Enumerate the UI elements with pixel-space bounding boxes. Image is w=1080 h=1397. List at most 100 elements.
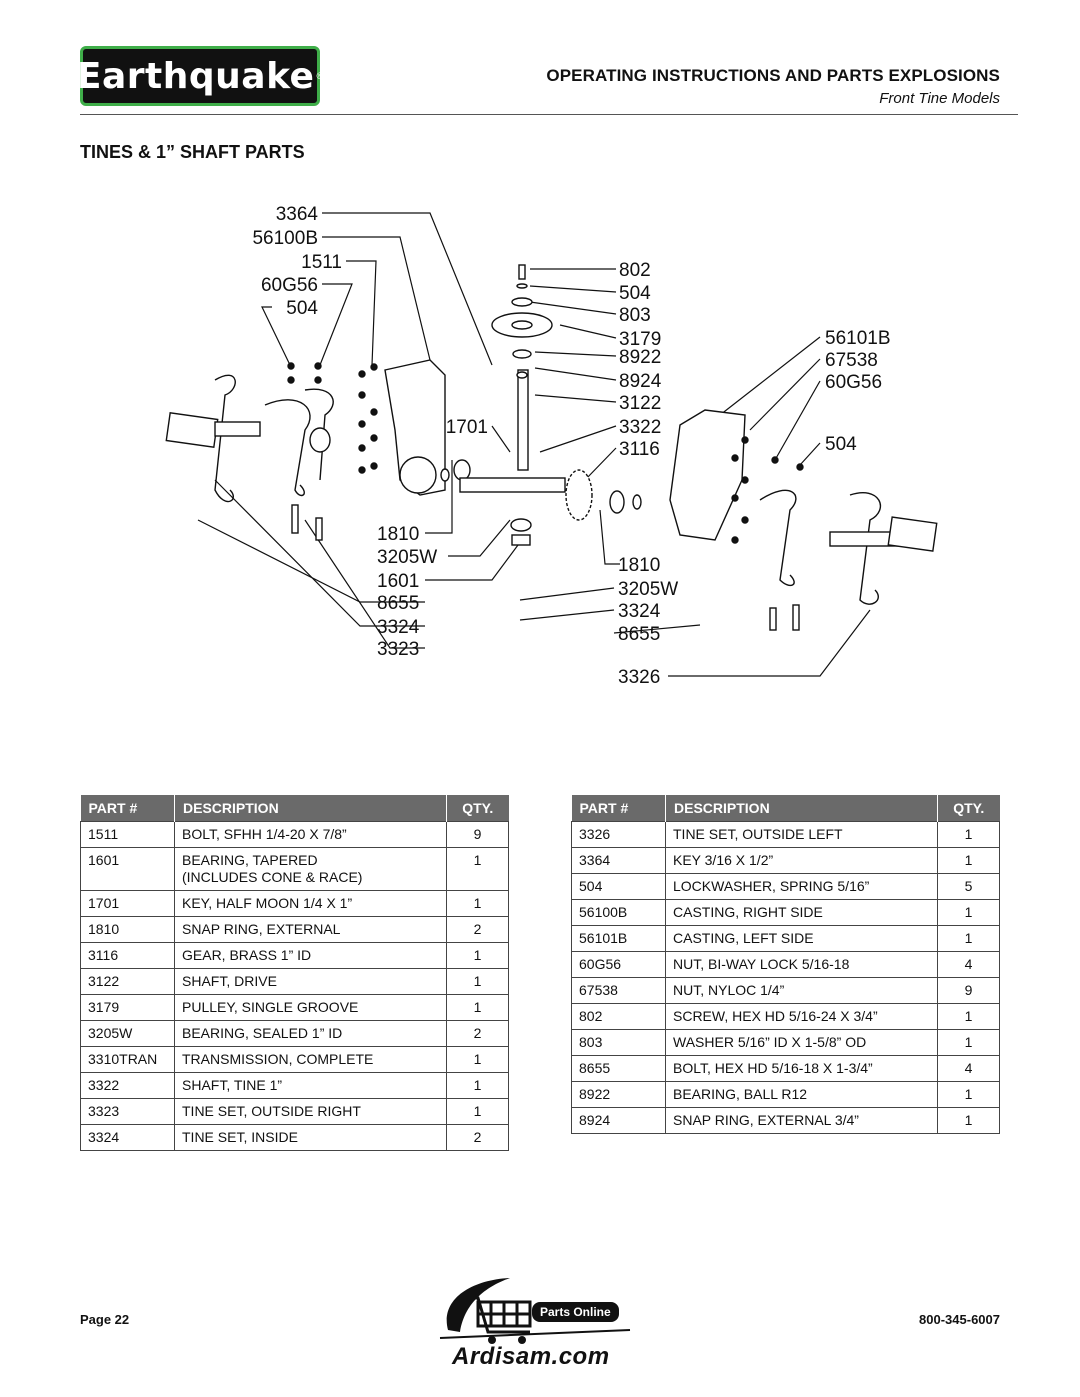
- col-part: PART #: [80, 795, 175, 822]
- part-qty: 1: [446, 890, 509, 917]
- part-qty: 2: [446, 916, 509, 943]
- callout-8924: 8924: [619, 371, 662, 392]
- part-description: BEARING, TAPERED(INCLUDES CONE & RACE): [174, 847, 447, 891]
- part-qty: 1: [446, 847, 509, 891]
- callout-8655-left: 8655: [377, 593, 419, 614]
- callout-1511: 1511: [301, 252, 342, 273]
- col-description: DESCRIPTION: [174, 795, 447, 822]
- part-description: BOLT, HEX HD 5/16-18 X 1-3/4”: [665, 1055, 938, 1082]
- part-number: 8924: [571, 1107, 666, 1134]
- part-description: TRANSMISSION, COMPLETE: [174, 1046, 447, 1073]
- callout-3122: 3122: [619, 393, 661, 414]
- callout-802: 802: [619, 260, 651, 281]
- part-qty: 9: [446, 821, 509, 848]
- part-qty: 1: [937, 1003, 1000, 1030]
- part-number: 1810: [80, 916, 175, 943]
- part-description: TINE SET, OUTSIDE RIGHT: [174, 1098, 447, 1125]
- callout-8922: 8922: [619, 347, 661, 368]
- part-description: SNAP RING, EXTERNAL: [174, 916, 447, 943]
- part-description: BEARING, SEALED 1” ID: [174, 1020, 447, 1047]
- part-number: 67538: [571, 977, 666, 1004]
- callout-3364: 3364: [276, 204, 319, 225]
- part-description: PULLEY, SINGLE GROOVE: [174, 994, 447, 1021]
- part-number: 60G56: [571, 951, 666, 978]
- part-qty: 1: [937, 925, 1000, 952]
- part-description: BEARING, BALL R12: [665, 1081, 938, 1108]
- part-qty: 4: [937, 1055, 1000, 1082]
- diagram-callouts: 3364 56100B 1511 60G56 504 802 504 803 3…: [252, 204, 890, 688]
- callout-3324-right: 3324: [618, 601, 661, 622]
- part-qty: 5: [937, 873, 1000, 900]
- part-number: 56101B: [571, 925, 666, 952]
- part-description: SHAFT, DRIVE: [174, 968, 447, 995]
- page-header-subtitle: Front Tine Models: [879, 90, 1000, 107]
- part-description-line1: BEARING, TAPERED: [182, 852, 318, 868]
- callout-504-right: 504: [825, 434, 857, 455]
- part-number: 802: [571, 1003, 666, 1030]
- col-qty: QTY.: [937, 795, 1000, 822]
- part-qty: 1: [937, 899, 1000, 926]
- part-number: 3205W: [80, 1020, 175, 1047]
- ardisam-website: Ardisam.com: [452, 1343, 610, 1370]
- callout-1810-left: 1810: [377, 524, 419, 545]
- parts-explosion-diagram: 3364 56100B 1511 60G56 504 802 504 803 3…: [165, 204, 938, 688]
- part-qty: 1: [446, 1098, 509, 1125]
- part-qty: 4: [937, 951, 1000, 978]
- part-qty: 1: [937, 1029, 1000, 1056]
- part-number: 3323: [80, 1098, 175, 1125]
- part-qty: 1: [446, 968, 509, 995]
- callout-60g56-right: 60G56: [825, 372, 882, 393]
- callout-504-left: 504: [286, 298, 318, 319]
- part-qty: 2: [446, 1124, 509, 1151]
- part-number: 1601: [80, 847, 175, 891]
- part-number: 56100B: [571, 899, 666, 926]
- callout-56101b: 56101B: [825, 328, 891, 349]
- part-description: CASTING, RIGHT SIDE: [665, 899, 938, 926]
- header-divider: [80, 114, 1018, 115]
- callout-3322: 3322: [619, 417, 661, 438]
- part-qty: 2: [446, 1020, 509, 1047]
- part-number: 3116: [80, 942, 175, 969]
- parts-online-badge: Parts Online: [532, 1302, 619, 1322]
- part-number: 3322: [80, 1072, 175, 1099]
- page-number: Page 22: [80, 1312, 130, 1327]
- part-qty: 1: [446, 1072, 509, 1099]
- part-description: CASTING, LEFT SIDE: [665, 925, 938, 952]
- part-description: KEY 3/16 X 1/2”: [665, 847, 938, 874]
- part-description-line2: (INCLUDES CONE & RACE): [182, 869, 363, 885]
- col-description: DESCRIPTION: [665, 795, 938, 822]
- part-number: 3324: [80, 1124, 175, 1151]
- part-qty: 1: [446, 1046, 509, 1073]
- part-qty: 9: [937, 977, 1000, 1004]
- part-description: NUT, NYLOC 1/4”: [665, 977, 938, 1004]
- part-number: 504: [571, 873, 666, 900]
- part-qty: 1: [937, 821, 1000, 848]
- part-number: 1701: [80, 890, 175, 917]
- part-description: TINE SET, OUTSIDE LEFT: [665, 821, 938, 848]
- callout-1701: 1701: [446, 417, 488, 438]
- callout-3116: 3116: [619, 439, 660, 460]
- earthquake-logo: Earthquake®: [77, 46, 323, 106]
- part-description: SHAFT, TINE 1”: [174, 1072, 447, 1099]
- callout-803: 803: [619, 305, 651, 326]
- callout-1601: 1601: [377, 571, 419, 592]
- part-description: NUT, BI-WAY LOCK 5/16-18: [665, 951, 938, 978]
- part-description: SCREW, HEX HD 5/16-24 X 3/4”: [665, 1003, 938, 1030]
- part-description: GEAR, BRASS 1” ID: [174, 942, 447, 969]
- callout-56100b: 56100B: [252, 228, 318, 249]
